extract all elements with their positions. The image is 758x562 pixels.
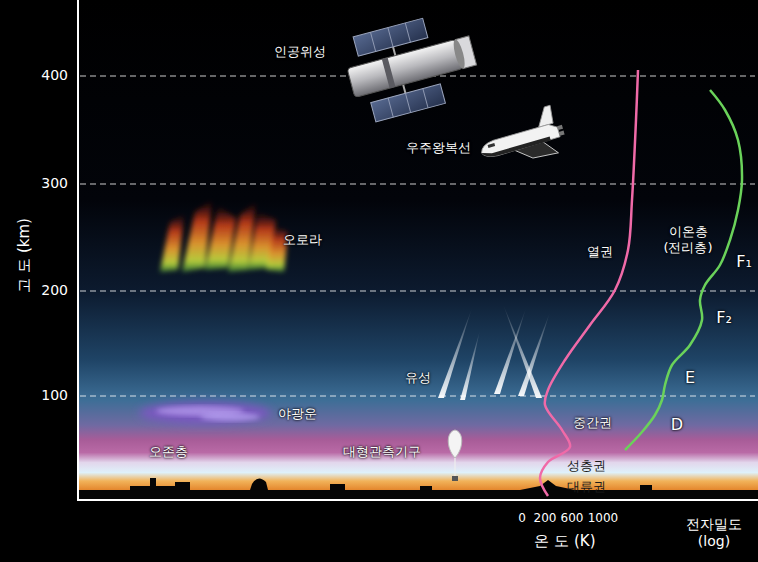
axis-title: 고 도 (km) xyxy=(15,218,34,293)
object-label: 오존층 xyxy=(149,444,188,460)
altitude-gridlines xyxy=(80,76,755,396)
region-label: D xyxy=(671,415,683,435)
altitude-axis xyxy=(77,0,79,501)
satellite-band xyxy=(382,58,396,89)
region-label: F₂ xyxy=(716,308,732,328)
tick-label: 100 xyxy=(41,387,68,405)
cloud-streak xyxy=(200,413,260,421)
axis-title: 전자밀도 (log) xyxy=(681,516,747,551)
tick-label: 200 xyxy=(41,282,68,300)
tick-label: 400 xyxy=(41,67,68,85)
balloon-envelope xyxy=(448,430,462,458)
axis-title: 온 도 (K) xyxy=(534,532,595,551)
layer-label: 대류권 xyxy=(567,479,606,495)
satellite-body xyxy=(347,40,463,98)
gridline xyxy=(80,291,755,292)
object-label: 우주왕복선 xyxy=(406,140,471,156)
meteor-streak xyxy=(460,330,480,400)
ground-axis xyxy=(77,499,758,501)
temperature-curve xyxy=(540,70,638,496)
object-label: 대형관측기구 xyxy=(343,444,421,460)
balloon-payload xyxy=(452,476,458,481)
shuttle-tail xyxy=(534,105,555,127)
tick-label: 1000 xyxy=(588,511,619,526)
meteor-streak xyxy=(503,304,542,398)
satellite-picture xyxy=(340,8,484,126)
space-shuttle-picture xyxy=(474,104,569,174)
sky-background xyxy=(78,0,758,500)
balloon-picture xyxy=(448,430,462,481)
tick-label: 600 xyxy=(561,511,584,526)
noctilucent-cloud-picture xyxy=(139,402,271,424)
cloud-glow xyxy=(139,402,271,424)
tick-label: 200 xyxy=(534,511,557,526)
region-label: F₁ xyxy=(736,252,752,272)
region-label: E xyxy=(685,368,695,388)
aurora-curtain xyxy=(160,214,184,272)
tick-label: 300 xyxy=(41,175,68,193)
tick-label: 0 xyxy=(518,511,526,526)
object-label: 야광운 xyxy=(278,406,317,422)
gridline xyxy=(80,396,755,397)
shuttle-engine xyxy=(559,131,565,136)
aperture-ring xyxy=(451,38,466,69)
object-label: 인공위성 xyxy=(274,44,326,60)
balloon-tether xyxy=(454,458,455,476)
electron-density-curve xyxy=(625,90,742,450)
object-label: 오로라 xyxy=(283,232,322,248)
shuttle-window xyxy=(488,143,496,148)
shuttle-body xyxy=(479,122,560,159)
shuttle-engine xyxy=(557,125,563,130)
aurora-picture xyxy=(160,200,288,272)
layer-label: 성층권 xyxy=(567,458,606,474)
ground-silhouette xyxy=(78,478,758,500)
object-label: 유성 xyxy=(405,370,431,386)
meteor-picture xyxy=(438,304,550,400)
gridline xyxy=(80,184,755,185)
layer-label: 열권 xyxy=(587,244,613,260)
shuttle-belly xyxy=(482,134,551,160)
layer-label: 중간권 xyxy=(573,415,612,431)
layer-label: 이온층 (전리층) xyxy=(659,224,717,257)
